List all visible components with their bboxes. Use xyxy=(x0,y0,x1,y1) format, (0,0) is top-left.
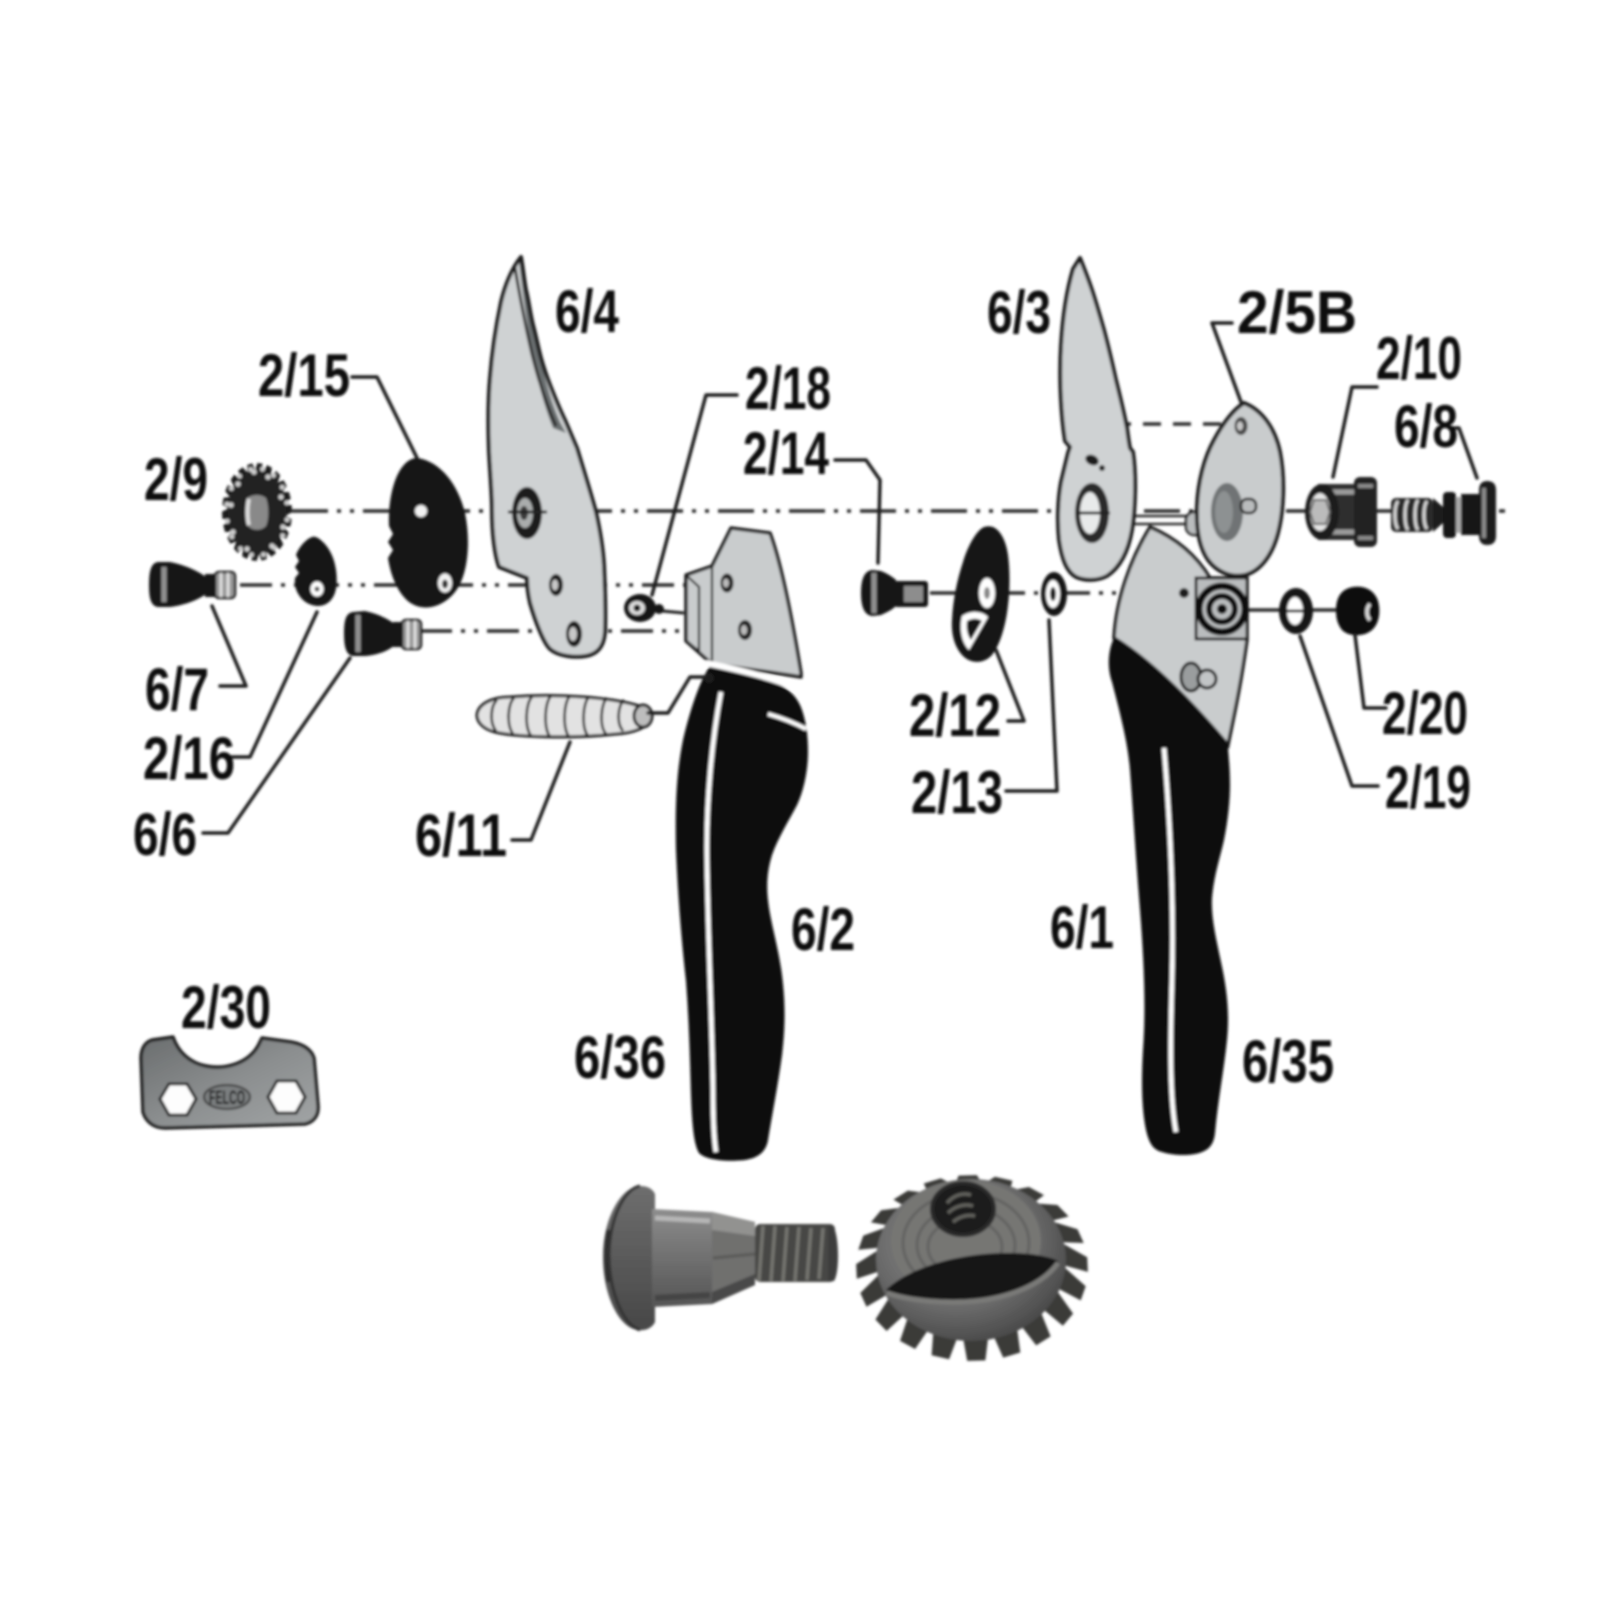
svg-text:2/30: 2/30 xyxy=(181,974,271,1041)
svg-text:2/20: 2/20 xyxy=(1382,680,1468,747)
svg-text:6/4: 6/4 xyxy=(555,278,619,345)
svg-text:6/36: 6/36 xyxy=(574,1024,666,1091)
svg-text:2/9: 2/9 xyxy=(144,446,208,513)
svg-text:2/15: 2/15 xyxy=(258,342,350,409)
svg-text:FELCO: FELCO xyxy=(209,1088,245,1109)
svg-text:2/5B: 2/5B xyxy=(1237,279,1357,346)
svg-text:6/6: 6/6 xyxy=(133,801,197,868)
svg-text:6/11: 6/11 xyxy=(415,802,507,869)
svg-text:2/16: 2/16 xyxy=(143,725,235,792)
svg-text:6/8: 6/8 xyxy=(1394,393,1458,460)
svg-text:2/14: 2/14 xyxy=(743,420,829,487)
svg-text:2/10: 2/10 xyxy=(1376,325,1462,392)
svg-text:2/18: 2/18 xyxy=(745,355,831,422)
svg-text:2/12: 2/12 xyxy=(909,682,1001,749)
svg-text:6/3: 6/3 xyxy=(987,279,1051,346)
svg-text:6/2: 6/2 xyxy=(791,896,855,963)
svg-text:6/1: 6/1 xyxy=(1050,894,1114,961)
svg-text:2/13: 2/13 xyxy=(911,759,1003,826)
svg-text:2/19: 2/19 xyxy=(1385,754,1471,821)
svg-text:6/35: 6/35 xyxy=(1242,1028,1334,1095)
svg-text:6/7: 6/7 xyxy=(145,656,209,723)
